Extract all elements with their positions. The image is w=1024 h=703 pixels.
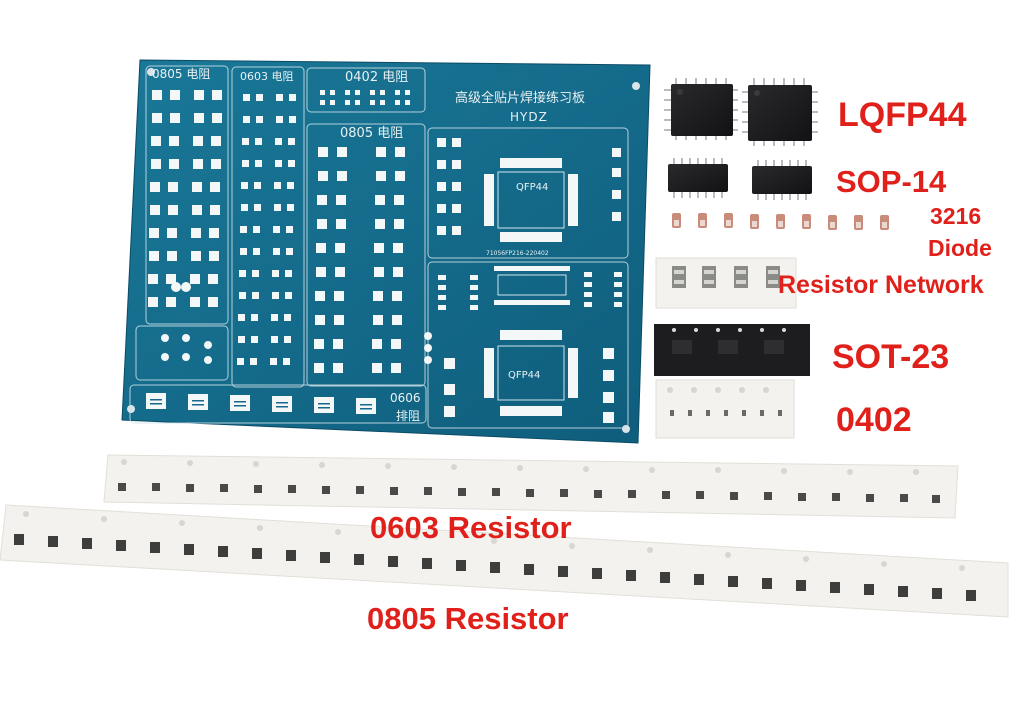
label-sot23: SOT-23 xyxy=(832,338,950,376)
label-diode: Diode xyxy=(928,235,992,261)
r0603-tape xyxy=(103,454,959,519)
pcb-part-number: 71056FP216-220402 xyxy=(486,250,549,257)
label-0402: 0402 xyxy=(836,401,912,439)
pcb-label-0805-mid: 0805 电阻 xyxy=(340,126,404,141)
label-resistor-network: Resistor Network xyxy=(778,271,984,299)
lqfp44-chips xyxy=(664,78,818,146)
pcb-board-subtitle: HYDZ xyxy=(510,110,548,124)
label-0603-resistor: 0603 Resistor xyxy=(370,510,572,545)
sop14-chips xyxy=(668,158,812,200)
practice-pcb xyxy=(121,59,651,444)
pcb-label-array: 排阻 xyxy=(396,409,421,423)
pcb-board-title: 高级全贴片焊接练习板 xyxy=(455,91,586,106)
pcb-label-0805-top: 0805 电阻 xyxy=(152,67,211,81)
pcb-label-qfp-top: QFP44 xyxy=(516,182,549,193)
pcb-label-0603: 0603 电阻 xyxy=(240,70,294,83)
sot23-tape xyxy=(654,324,810,376)
r0402-tape xyxy=(655,379,795,439)
pcb-label-0606: 0606 xyxy=(390,391,421,405)
resistor-network-tape xyxy=(655,257,797,309)
label-3216: 3216 xyxy=(930,203,982,229)
label-sop14: SOP-14 xyxy=(836,164,947,199)
pcb-label-0402: 0402 电阻 xyxy=(345,70,409,85)
r0805-tape xyxy=(0,504,1009,618)
diodes-3216 xyxy=(672,213,889,230)
label-0805-resistor: 0805 Resistor xyxy=(367,601,569,636)
label-lqfp44: LQFP44 xyxy=(838,96,967,134)
pcb-label-qfp-bottom: QFP44 xyxy=(508,370,541,381)
